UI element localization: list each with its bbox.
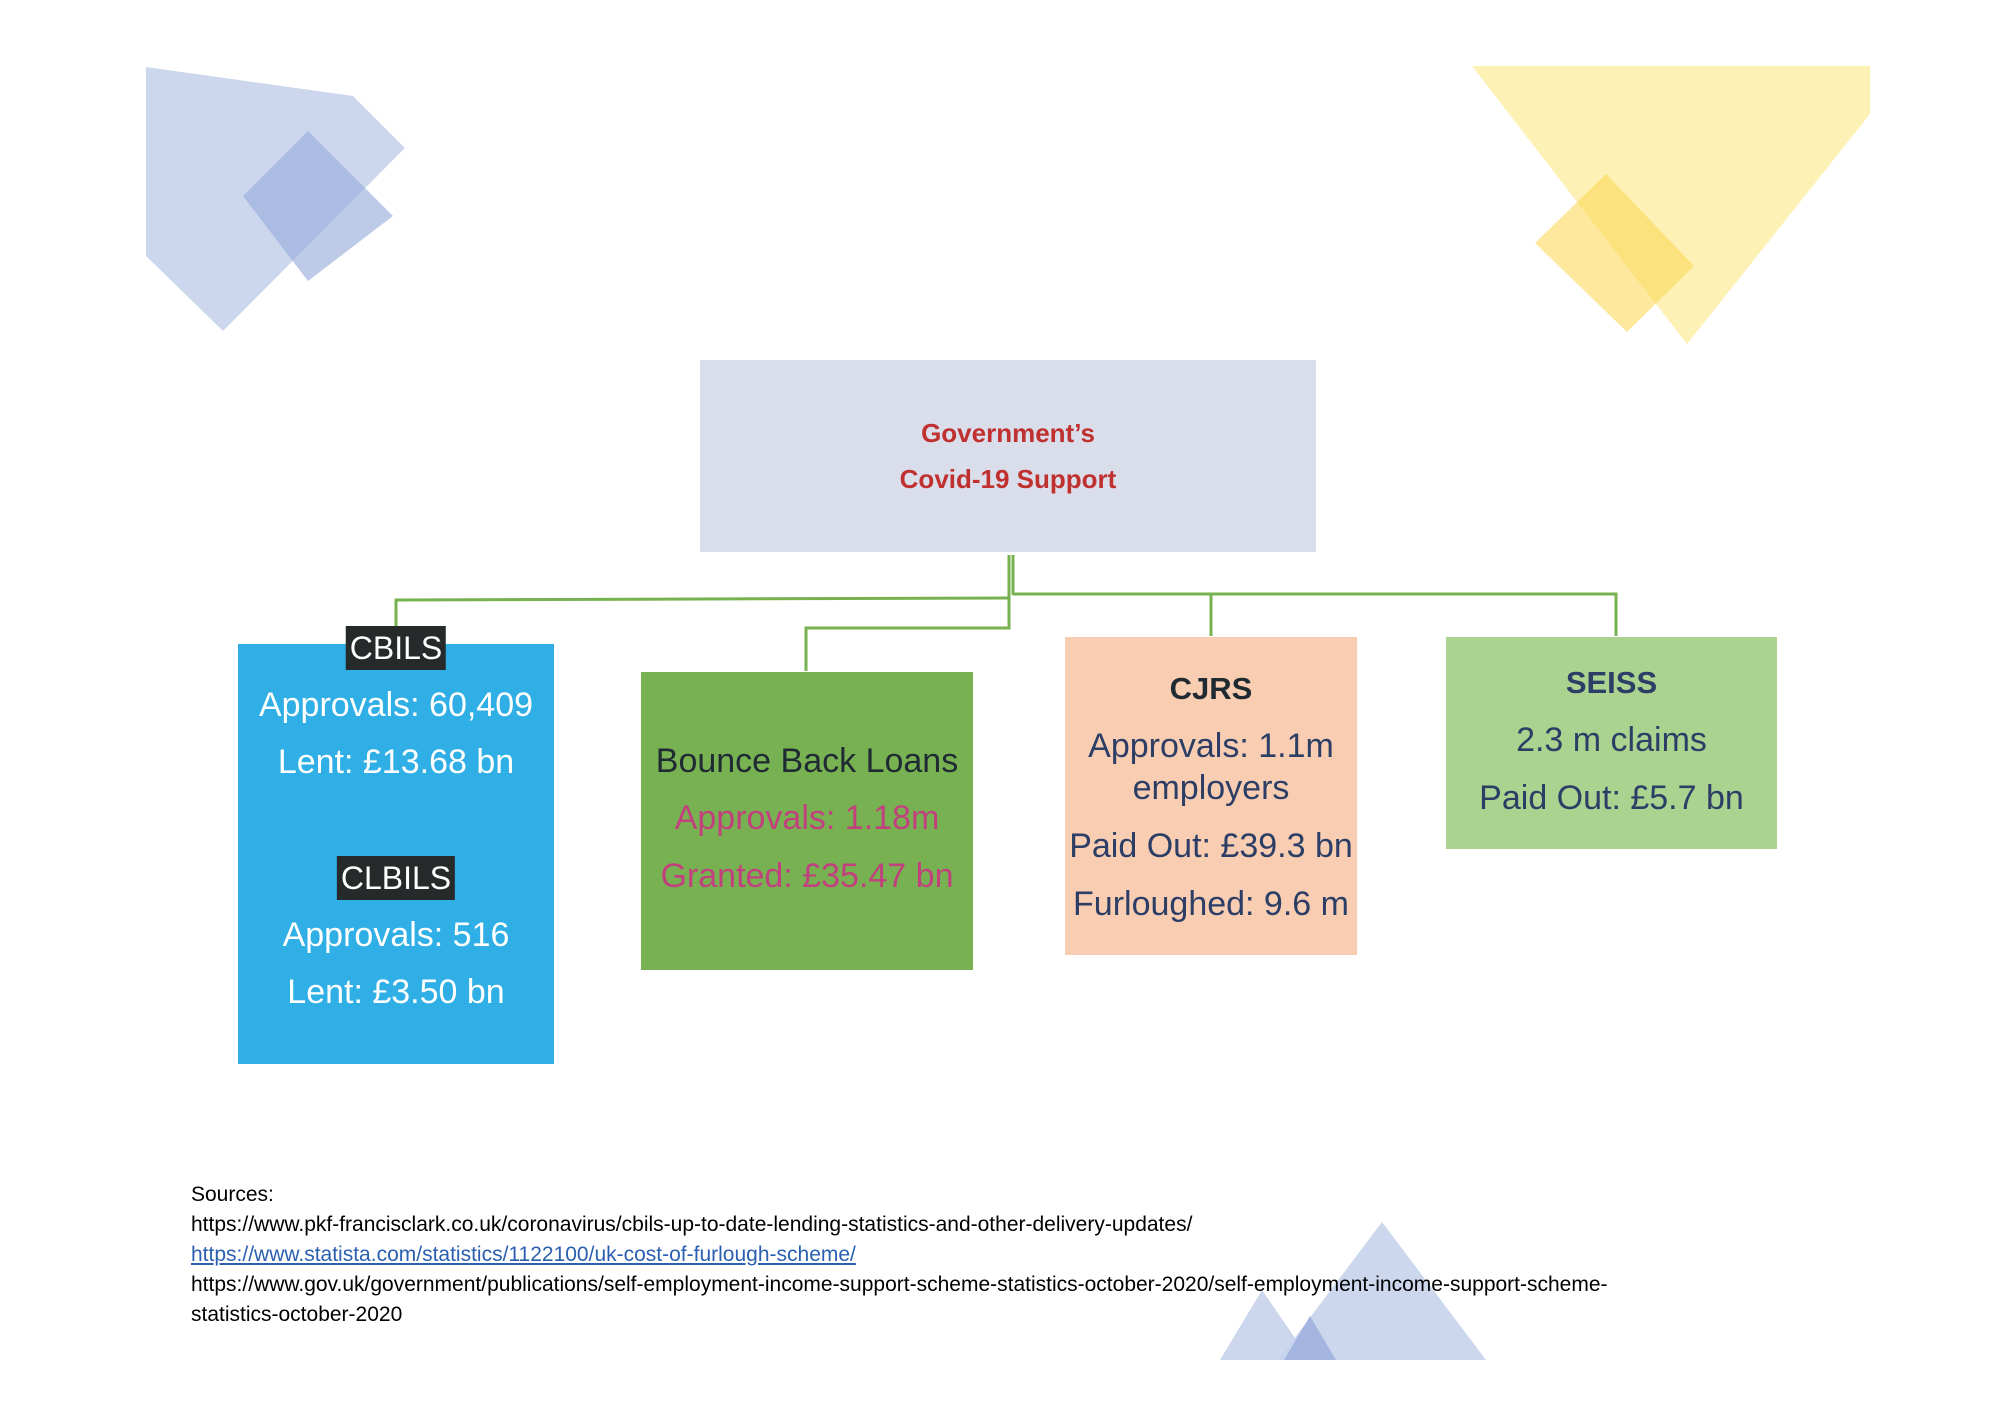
sources-section: Sources: https://www.pkf-francisclark.co…	[191, 1180, 1891, 1330]
connector-lines	[394, 555, 1618, 671]
sources-heading: Sources:	[191, 1183, 274, 1206]
source-link-statista[interactable]: https://www.statista.com/statistics/1122…	[191, 1243, 856, 1266]
cbils-approvals: Approvals: 60,409	[258, 686, 534, 724]
yellow-triangle-shape	[1472, 66, 1870, 344]
cjrs-paid-out: Paid Out: £39.3 bn	[1069, 827, 1353, 865]
blue-triangle-shape	[1278, 1222, 1486, 1360]
source-url-pkf: https://www.pkf-francisclark.co.uk/coron…	[191, 1213, 1193, 1236]
cjrs-node: CJRS Approvals: 1.1m employers Paid Out:…	[1065, 637, 1357, 955]
connector-seiss	[1013, 592, 1618, 636]
bounce-back-loans-node: Bounce Back Loans Approvals: 1.18m Grant…	[641, 672, 973, 970]
cbils-tag: CBILS	[345, 626, 447, 670]
source-url-gov-line1: https://www.gov.uk/government/publicatio…	[191, 1273, 1608, 1296]
blue-overlap-triangle	[1284, 1316, 1336, 1360]
yellow-diamond-shape	[1535, 174, 1694, 332]
cbils-lent: Lent: £13.68 bn	[277, 743, 515, 781]
root-title-line2: Covid-19 Support	[899, 464, 1117, 494]
seiss-title: SEISS	[1565, 665, 1658, 700]
clbils-lent: Lent: £3.50 bn	[287, 973, 505, 1011]
connector-cbils	[394, 596, 1010, 643]
clbils-tag: CLBILS	[336, 856, 456, 900]
seiss-claims: 2.3 m claims	[1516, 721, 1707, 759]
root-title-line1: Government’s	[921, 418, 1095, 448]
source-url-gov-line2: statistics-october-2020	[191, 1303, 403, 1326]
blue-triangle-shape-small	[1220, 1290, 1310, 1360]
bounce-back-granted: Granted: £35.47 bn	[660, 857, 954, 895]
cbils-node: CBILS Approvals: 60,409 Lent: £13.68 bn …	[238, 626, 554, 1064]
connector-bounce-back	[804, 598, 1011, 671]
clbils-approvals: Approvals: 516	[282, 916, 510, 954]
connector-cjrs	[1013, 592, 1213, 636]
bounce-back-approvals: Approvals: 1.18m	[674, 799, 940, 837]
seiss-node: SEISS 2.3 m claims Paid Out: £5.7 bn	[1446, 637, 1777, 849]
cjrs-approvals: Approvals: 1.1m	[1088, 727, 1334, 765]
root-node-government-support: Government’s Covid-19 Support	[700, 360, 1316, 552]
cjrs-approvals-cont: employers	[1132, 769, 1290, 807]
blue-diamond-shape	[243, 131, 393, 281]
cjrs-furloughed: Furloughed: 9.6 m	[1073, 885, 1349, 923]
cjrs-title: CJRS	[1169, 671, 1253, 706]
seiss-paid-out: Paid Out: £5.7 bn	[1479, 779, 1744, 817]
bounce-back-title: Bounce Back Loans	[655, 742, 959, 780]
